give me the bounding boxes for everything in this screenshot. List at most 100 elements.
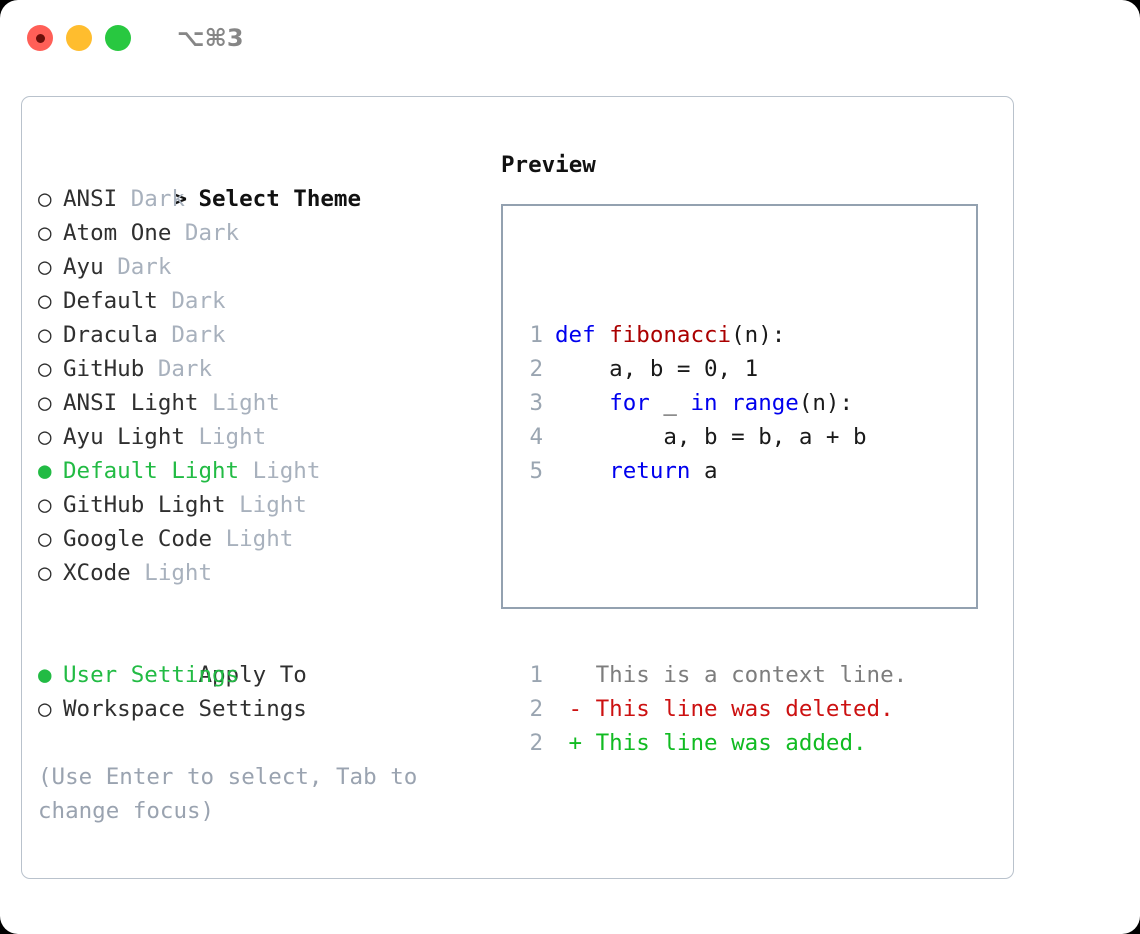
radio-unselected-icon: ○ — [38, 696, 52, 722]
theme-item-default-light[interactable]: ● Default Light Light — [38, 454, 488, 488]
diff-line: 1 This is a context line. — [517, 658, 907, 692]
line-number: 1 — [529, 662, 543, 688]
line-number: 2 — [529, 730, 543, 756]
radio-unselected-icon: ○ — [38, 526, 52, 552]
theme-item-default[interactable]: ○Default Dark — [38, 284, 488, 318]
radio-unselected-icon: ○ — [38, 356, 52, 382]
code-token: - This line was deleted. — [555, 696, 894, 722]
close-dot-icon — [35, 33, 45, 43]
title-bar: ⌥⌘3 — [0, 0, 1140, 76]
code-token: a — [690, 458, 718, 484]
code-token: _ — [649, 390, 691, 416]
theme-item-ayu[interactable]: ○ Ayu Dark — [38, 250, 488, 284]
theme-category: Light — [252, 458, 321, 484]
code-spacer — [517, 556, 907, 590]
apply-to-label: User Settings — [63, 662, 240, 688]
code-token: in — [690, 390, 718, 416]
code-token: return — [609, 458, 691, 484]
prompt-caret-icon: > — [173, 186, 188, 212]
apply-to-item-workspace-settings[interactable]: ○ Workspace Settings — [38, 692, 488, 726]
code-line: 5 return a — [517, 454, 907, 488]
radio-unselected-icon: ○ — [38, 220, 52, 246]
theme-name: ANSI Light — [63, 390, 213, 416]
line-number: 2 — [529, 356, 543, 382]
theme-item-atom-one[interactable]: ○ Atom One Dark — [38, 216, 488, 250]
code-token: range — [731, 390, 799, 416]
theme-name: Atom One — [63, 220, 185, 246]
theme-name: Default — [63, 288, 172, 314]
spacer — [38, 590, 488, 624]
radio-unselected-icon: ○ — [38, 288, 52, 314]
line-number: 3 — [529, 390, 543, 416]
theme-name: ANSI — [63, 186, 131, 212]
code-line: 2 a, b = 0, 1 — [517, 352, 907, 386]
diff-line: 2 - This line was deleted. — [517, 692, 907, 726]
main-card: >Select Theme ○ANSI Dark○Atom One Dark○A… — [21, 96, 1014, 879]
radio-unselected-icon: ○ — [38, 186, 52, 212]
apply-to-label: Workspace Settings — [63, 696, 307, 722]
theme-list: ○ ANSI Dark ○ Atom One Dark ○ Ayu Dark ○ Defaul… — [38, 182, 488, 590]
code-token — [718, 390, 732, 416]
code-token: This is a context line. — [555, 662, 908, 688]
apply-to-item-user-settings[interactable]: ● User Settings — [38, 658, 488, 692]
radio-selected-icon: ● — [38, 458, 52, 484]
theme-category: Light — [198, 424, 267, 450]
theme-name: Google Code — [63, 526, 226, 552]
code-line: 3 for _ in range(n): — [517, 386, 907, 420]
line-number: 5 — [529, 458, 543, 484]
spacer-2 — [38, 726, 488, 760]
theme-item-github[interactable]: ○ GitHub Dark — [38, 352, 488, 386]
close-button-icon[interactable] — [27, 25, 53, 51]
theme-item-ansi[interactable]: ○ANSI Dark — [38, 182, 488, 216]
theme-item-xcode[interactable]: ○XCode Light — [38, 556, 488, 590]
maximize-button-icon[interactable] — [105, 25, 131, 51]
theme-name: Default Light — [63, 458, 253, 484]
window-controls — [27, 25, 131, 51]
theme-item-google-code[interactable]: ○Google Code Light — [38, 522, 488, 556]
radio-unselected-icon: ○ — [38, 492, 52, 518]
code-token: def — [555, 322, 610, 348]
apply-to-header: Apply To — [38, 624, 488, 688]
radio-unselected-icon: ○ — [38, 254, 52, 280]
preview-title: Preview — [501, 152, 596, 178]
diff-block: 1 This is a context line.2 - This line w… — [517, 658, 907, 760]
theme-category: Light — [239, 492, 307, 518]
theme-name: GitHub — [63, 356, 158, 382]
theme-selector-pane: >Select Theme ○ANSI Dark○Atom One Dark○A… — [38, 148, 488, 828]
theme-name: XCode — [63, 560, 145, 586]
theme-category: Light — [212, 390, 280, 416]
code-line: 4 a, b = b, a + b — [517, 420, 907, 454]
code-token: for — [609, 390, 650, 416]
theme-category: Dark — [184, 220, 240, 246]
theme-category: Dark — [117, 254, 172, 280]
code-token: fibonacci — [609, 322, 732, 348]
line-number: 4 — [529, 424, 543, 450]
radio-unselected-icon: ○ — [38, 390, 52, 416]
theme-category: Dark — [157, 356, 213, 382]
keyboard-hint-text: (Use Enter to select, Tab to change focu… — [38, 764, 431, 824]
code-token: (n): — [731, 322, 786, 348]
theme-name: GitHub Light — [63, 492, 240, 518]
theme-name: Ayu — [63, 254, 118, 280]
theme-name: Ayu Light — [63, 424, 199, 450]
theme-item-ansi-light[interactable]: ○ ANSI Light Light — [38, 386, 488, 420]
select-theme-header: > Select Theme — [38, 148, 488, 212]
keyboard-shortcut-label: ⌥⌘3 — [177, 24, 244, 52]
apply-to-header-label: Apply To — [198, 662, 307, 688]
code-token: + This line was added. — [555, 730, 867, 756]
theme-item-dracula[interactable]: ○Dracula Dark — [38, 318, 488, 352]
theme-item-ayu-light[interactable]: ○Ayu Light Light — [38, 420, 488, 454]
minimize-button-icon[interactable] — [66, 25, 92, 51]
diff-line: 2 + This line was added. — [517, 726, 907, 760]
line-number: 1 — [529, 322, 543, 348]
code-token: a, b = 0, 1 — [555, 356, 759, 382]
theme-item-github-light[interactable]: ○ GitHub Light Light — [38, 488, 488, 522]
radio-selected-icon: ● — [38, 662, 52, 688]
select-theme-header-label: Select Theme — [198, 186, 362, 212]
radio-unselected-icon: ○ — [38, 322, 52, 348]
